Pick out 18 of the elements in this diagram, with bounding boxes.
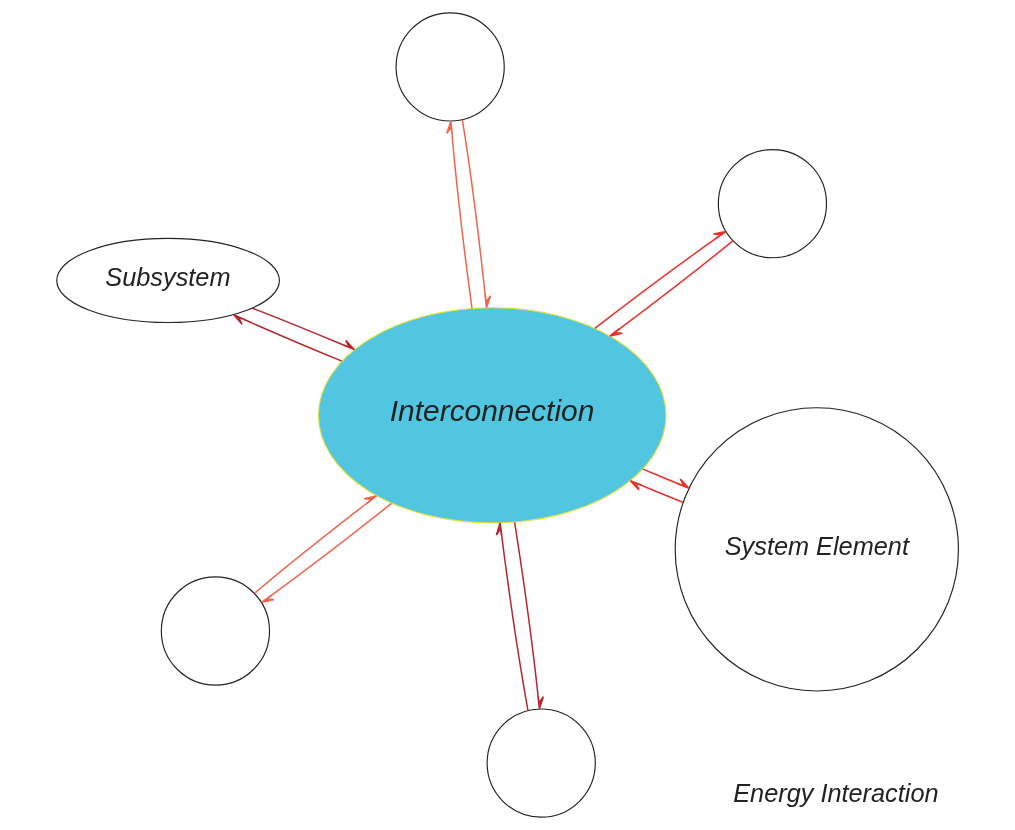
node-ellipse: Interconnection	[317, 307, 667, 524]
arrow	[253, 495, 378, 594]
arrow	[609, 240, 734, 337]
arrow	[232, 314, 343, 362]
arrow	[642, 468, 690, 490]
arrow	[445, 120, 473, 310]
node-circle	[486, 708, 596, 818]
arrow	[251, 307, 356, 351]
arrow	[260, 502, 393, 604]
arrow	[495, 522, 529, 712]
arrow	[461, 119, 492, 309]
node-circle	[717, 149, 828, 259]
arrow	[629, 479, 684, 504]
arrow	[513, 521, 545, 710]
label: Energy Interaction	[733, 778, 939, 807]
arrow	[594, 230, 727, 330]
node-circle	[395, 12, 505, 122]
node-circle	[160, 576, 271, 686]
